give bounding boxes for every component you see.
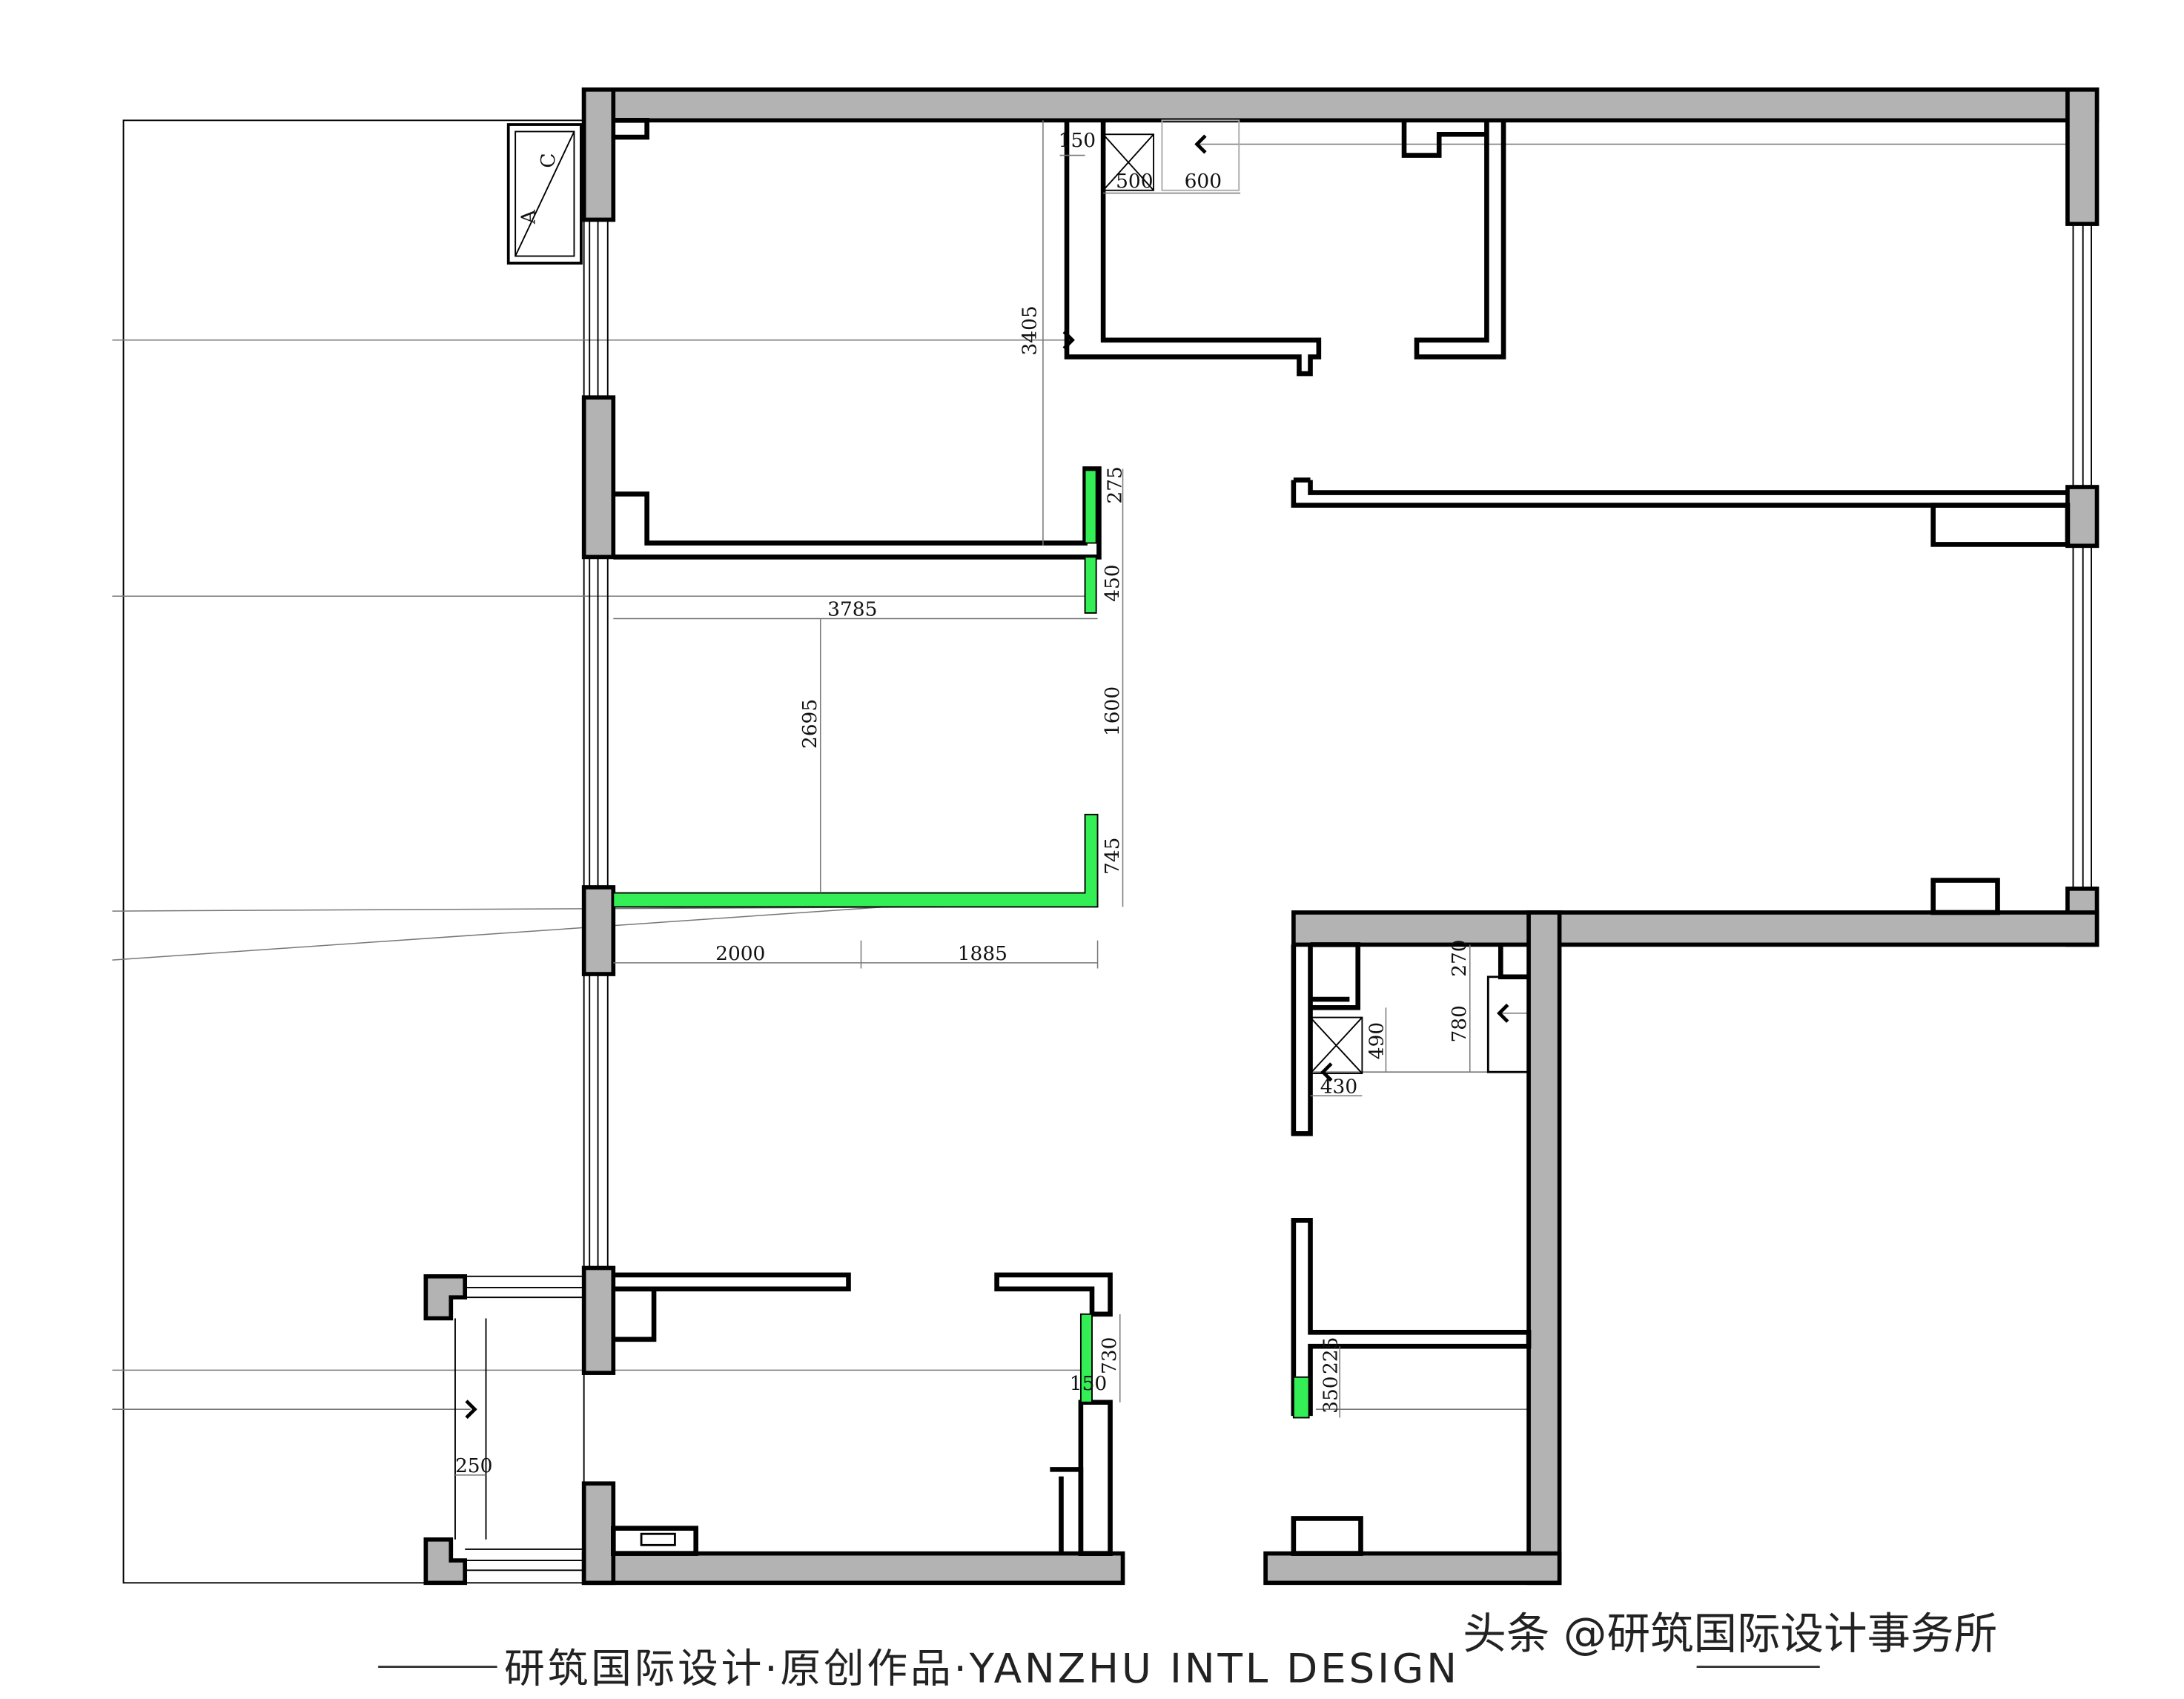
dim-450: 450 [1101, 564, 1124, 601]
dim-350: 350 [1319, 1376, 1342, 1413]
site-boundary [122, 119, 585, 1584]
fixtures [1102, 119, 1363, 1075]
dim-745: 745 [1101, 838, 1124, 875]
watermark: 头条 @研筑国际设计事务所 [1463, 1609, 1997, 1659]
structural-walls [423, 87, 2099, 1586]
dim-490: 490 [1366, 1022, 1389, 1059]
dim-780: 780 [1448, 1005, 1471, 1042]
ac-label-c: C [537, 153, 560, 168]
dim-2695: 2695 [798, 699, 821, 749]
dim-225: 225 [1319, 1337, 1342, 1374]
dim-2000: 2000 [715, 942, 765, 965]
dim-3785: 3785 [827, 598, 877, 621]
dim-150-bottom: 150 [1070, 1372, 1107, 1395]
dim-730: 730 [1098, 1337, 1121, 1374]
reference-lines [112, 143, 2072, 1410]
dim-600: 600 [1185, 170, 1222, 193]
dimension-lines [454, 120, 1471, 1476]
direction-arrows [465, 134, 1509, 1420]
dim-150-top: 150 [1059, 129, 1096, 152]
dim-250: 250 [455, 1454, 492, 1477]
footer-caption: 研筑国际设计·原创作品·YANZHU INTL DESIGN [504, 1644, 1460, 1692]
ac-unit: A C [506, 123, 583, 265]
dim-500: 500 [1116, 170, 1153, 193]
ac-label-a: A [517, 209, 540, 225]
dim-1885: 1885 [958, 942, 1007, 965]
dim-430: 430 [1320, 1076, 1357, 1099]
dim-270: 270 [1448, 939, 1471, 976]
dim-275: 275 [1104, 466, 1127, 503]
dim-1600: 1600 [1101, 686, 1124, 736]
new-walls [612, 469, 1310, 1419]
windows [454, 219, 2092, 1572]
dimension-labels: 150 500 600 3405 275 450 3785 2695 1600 … [455, 129, 1471, 1477]
dim-3405: 3405 [1018, 305, 1041, 355]
